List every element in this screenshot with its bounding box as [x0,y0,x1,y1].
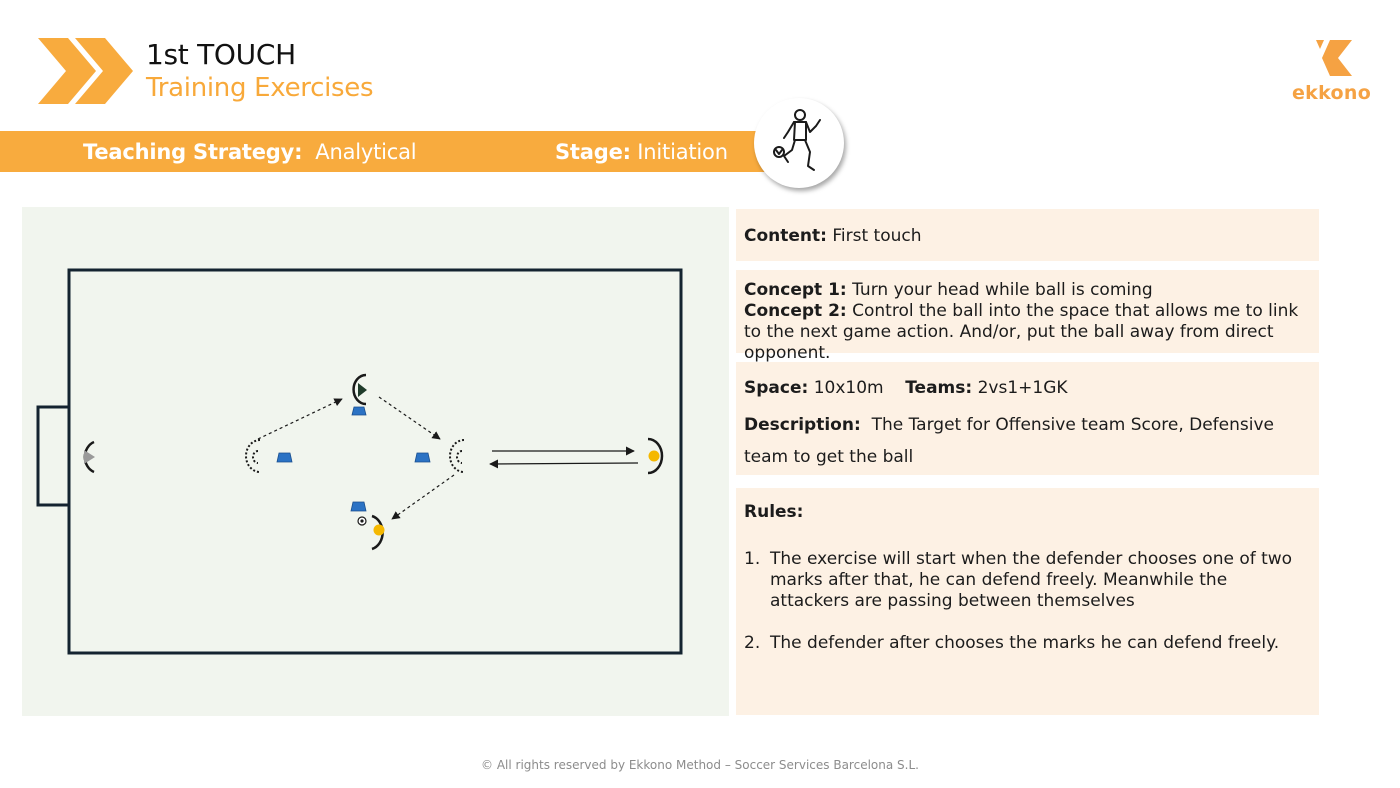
concept-1: Concept 1: Turn your head while ball is … [744,280,1311,301]
concept2-value: Control the ball into the space that all… [744,301,1299,363]
pass-arrow-1 [257,398,343,440]
rule-number: 1. [744,549,761,569]
strategy-band [0,131,780,172]
space-teams-row: Space: 10x10m Teams: 2vs1+1GK [744,378,1311,399]
double-chevron-logo-icon [38,38,133,104]
copyright-footer: © All rights reserved by Ekkono Method –… [481,758,919,772]
cone-top [351,406,367,416]
teams-label: Teams: [905,378,973,398]
page-title: 1st TOUCH [146,38,296,71]
rule-number: 2. [744,633,761,653]
run-arrow-back [489,459,639,469]
concept1-value: Turn your head while ball is coming [852,280,1153,300]
stage: Stage: Initiation [555,139,728,166]
pass-arrow-2 [378,396,441,440]
goal [36,405,69,507]
rule-text: The defender after chooses the marks he … [770,633,1280,653]
rule-item: 1. The exercise will start when the defe… [744,549,1311,612]
cone-bottom [350,501,367,512]
content-card: Content: First touch [736,209,1319,261]
player-badge [754,98,844,188]
defender-marker [352,373,367,406]
teams-value: 2vs1+1GK [977,378,1068,398]
ekkono-k-icon [1316,40,1352,76]
concept1-label: Concept 1: [744,280,847,300]
content-value: First touch [832,226,922,246]
description-value: The Target for Offensive team Score, Def… [744,415,1274,467]
cone-right [414,452,431,463]
description-label: Description: [744,415,861,435]
rules-card: Rules: 1. The exercise will start when t… [736,488,1319,715]
content-label: Content: [744,226,827,246]
mark-right [449,439,465,473]
brand-name: ekkono [1292,82,1372,104]
page-subtitle: Training Exercises [146,73,374,103]
attacker-right [647,437,664,475]
space-label: Space: [744,378,809,398]
pitch-boundary [67,268,683,655]
soccer-player-kicking-icon [773,109,821,171]
strategy-value: Analytical [315,140,417,164]
mark-left [245,439,261,473]
field-diagram [22,207,729,716]
description-row: Description: The Target for Offensive te… [744,409,1311,473]
cone-left [276,452,293,463]
pass-arrow-3 [391,474,455,520]
space-value: 10x10m [813,378,884,398]
mark-right-inner [456,450,463,464]
goalkeeper-marker [83,440,95,474]
strategy-label: Teaching Strategy: [83,140,303,164]
concepts-card: Concept 1: Turn your head while ball is … [736,270,1319,363]
rules-label: Rules: [744,502,804,522]
rule-item: 2. The defender after chooses the marks … [744,633,1311,654]
stage-label: Stage: [555,140,631,164]
rules-list: 1. The exercise will start when the defe… [744,549,1311,654]
attacker-bottom [357,514,385,551]
space-teams-card: Space: 10x10m Teams: 2vs1+1GK Descriptio… [736,362,1319,475]
concept2-label: Concept 2: [744,301,847,321]
mark-left-inner [252,450,259,464]
teaching-strategy: Teaching Strategy: Analytical [83,139,417,166]
stage-value: Initiation [637,140,728,164]
rule-text: The exercise will start when the defende… [770,549,1293,611]
concept-2: Concept 2: Control the ball into the spa… [744,301,1311,364]
